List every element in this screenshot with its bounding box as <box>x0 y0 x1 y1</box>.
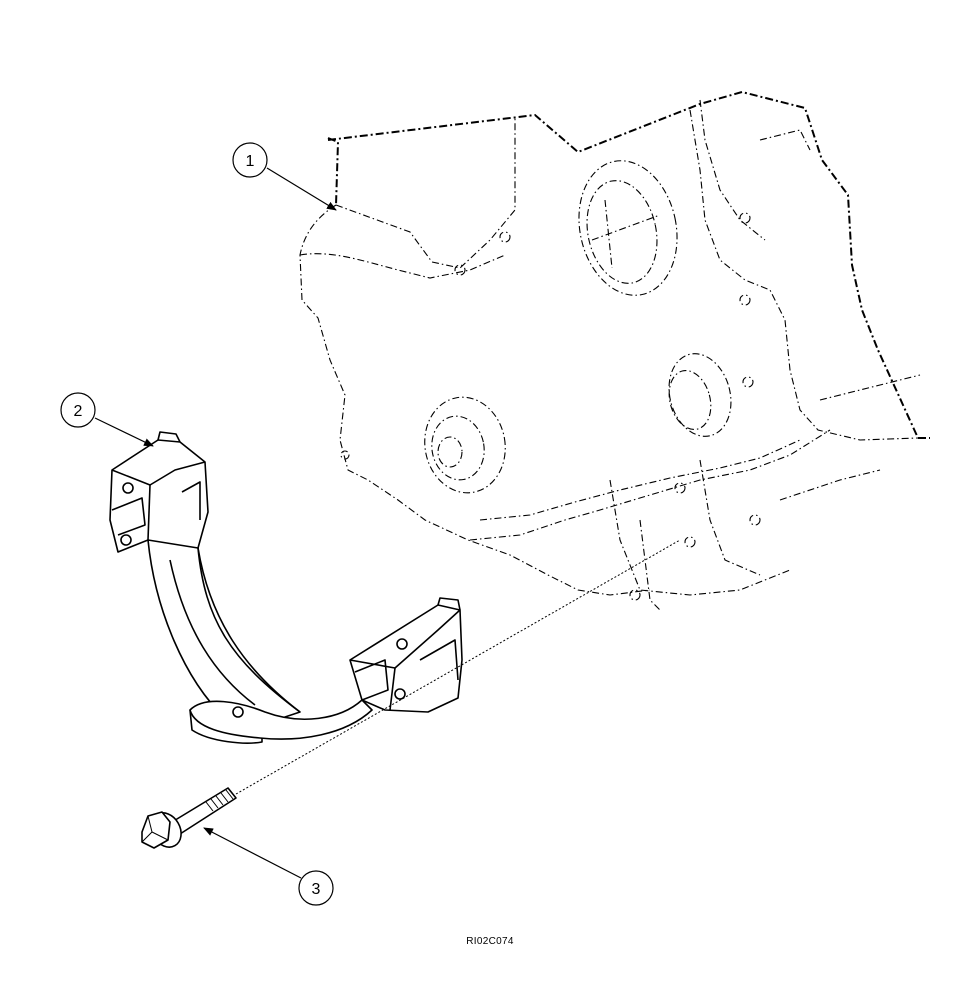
flanged-bolt <box>141 787 237 849</box>
callout-1-number: 1 <box>246 153 255 170</box>
callout-3-number: 3 <box>312 881 321 898</box>
support-bracket <box>109 431 463 744</box>
figure-code: RI02C074 <box>466 936 514 947</box>
engine-housing-phantom <box>299 90 930 611</box>
callout-2: 2 <box>60 392 154 447</box>
assembly-centerline <box>235 539 681 795</box>
callout-3-leader-arrow <box>203 827 302 879</box>
callout-2-leader-arrow <box>94 417 154 447</box>
callout-3: 3 <box>203 827 334 906</box>
callout-1-leader-arrow <box>266 167 337 211</box>
callout-2-number: 2 <box>74 403 83 420</box>
callout-2-circle <box>60 392 96 428</box>
callout-1-circle <box>232 142 268 178</box>
callout-3-circle <box>298 870 334 906</box>
callout-1: 1 <box>232 142 337 211</box>
